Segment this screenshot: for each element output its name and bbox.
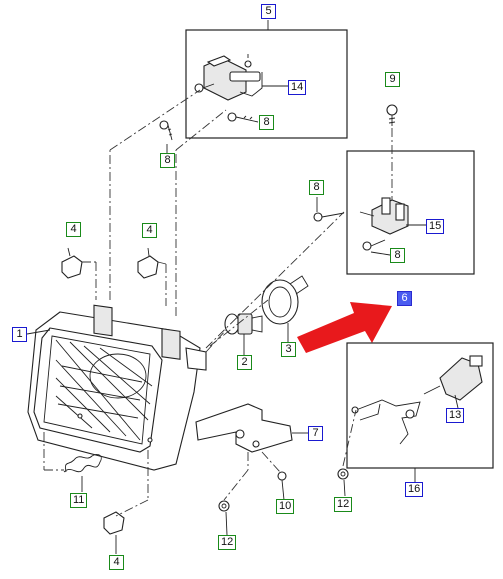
callout-8-upper-box[interactable]: 8 <box>259 115 274 130</box>
detail-box-right <box>346 150 475 275</box>
part-7-bracket <box>195 403 293 453</box>
part-8-screw-b <box>159 120 173 141</box>
callout-13[interactable]: 13 <box>446 408 465 423</box>
part-13-level-motor <box>351 355 483 445</box>
part-8-screw-d <box>362 239 386 251</box>
callout-3[interactable]: 3 <box>281 342 296 357</box>
callout-8-left[interactable]: 8 <box>160 153 175 168</box>
callout-15[interactable]: 15 <box>426 219 445 234</box>
part-1-headlamp <box>27 304 207 471</box>
callout-8-right-box-top[interactable]: 8 <box>309 180 324 195</box>
part-4-clip-c <box>103 511 125 535</box>
callout-8-right-box-bottom[interactable]: 8 <box>390 248 405 263</box>
part-10-screw <box>277 471 287 501</box>
part-9-screw <box>386 104 398 126</box>
callout-1[interactable]: 1 <box>12 327 27 342</box>
callout-7[interactable]: 7 <box>308 426 323 441</box>
part-15-bracket <box>359 197 409 235</box>
callout-4-bottom[interactable]: 4 <box>109 555 124 570</box>
callout-2[interactable]: 2 <box>237 355 252 370</box>
part-12-nut-b <box>337 468 349 480</box>
callout-9[interactable]: 9 <box>385 72 400 87</box>
callout-4-left[interactable]: 4 <box>66 222 81 237</box>
detail-box-5 <box>185 29 348 139</box>
callout-10[interactable]: 10 <box>276 499 295 514</box>
callout-4-center[interactable]: 4 <box>142 223 157 238</box>
part-4-clip-b <box>137 247 159 279</box>
part-8-screw-c <box>313 212 345 222</box>
callout-6-highlighted[interactable]: 6 <box>397 291 412 306</box>
callout-16[interactable]: 16 <box>405 482 424 497</box>
part-8-screw-a <box>227 112 259 123</box>
part-11-spring <box>63 453 102 473</box>
part-14-switch <box>194 54 263 101</box>
callout-11[interactable]: 11 <box>70 493 88 508</box>
detail-box-16 <box>346 342 494 469</box>
part-4-clip-a <box>61 247 83 279</box>
callout-5[interactable]: 5 <box>261 4 276 19</box>
callout-14[interactable]: 14 <box>288 80 307 95</box>
part-3-cap <box>261 275 309 325</box>
callout-12-center[interactable]: 12 <box>218 535 237 550</box>
part-12-nut-a <box>218 500 230 512</box>
callout-12-right[interactable]: 12 <box>334 497 353 512</box>
highlight-arrow <box>297 302 392 353</box>
